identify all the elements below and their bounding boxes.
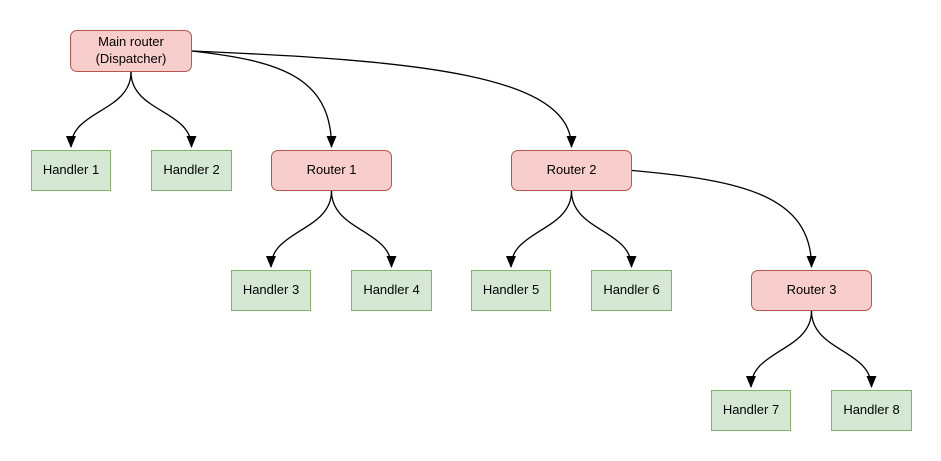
node-label: Handler 1	[42, 162, 100, 178]
node-label: Handler 4	[363, 282, 420, 298]
node-label: Router 3	[786, 282, 837, 298]
node-label: Main router (Dispatcher)	[95, 34, 167, 66]
edge-router-2-to-handler-5	[506, 190, 573, 268]
node-handler-4: Handler 4	[351, 270, 432, 311]
node-handler-5: Handler 5	[471, 270, 551, 311]
node-handler-2: Handler 2	[151, 150, 232, 191]
node-router-1: Router 1	[271, 150, 392, 191]
edge-router-2-to-handler-6	[570, 190, 637, 268]
node-handler-7: Handler 7	[711, 390, 791, 431]
edge-router-3-to-handler-7	[746, 310, 813, 388]
node-router-3: Router 3	[751, 270, 872, 311]
edge-router-3-to-handler-8	[810, 310, 877, 388]
node-label: Handler 2	[163, 162, 220, 178]
node-handler-3: Handler 3	[231, 270, 311, 311]
node-handler-6: Handler 6	[591, 270, 672, 311]
edge-router-1-to-handler-3	[266, 190, 333, 268]
node-handler-1: Handler 1	[31, 150, 111, 191]
node-label: Handler 5	[482, 282, 540, 298]
node-handler-8: Handler 8	[831, 390, 912, 431]
node-router-2: Router 2	[511, 150, 632, 191]
edge-main-router-to-handler-1	[66, 71, 132, 148]
node-label: Handler 7	[722, 402, 780, 418]
node-label: Router 1	[306, 162, 357, 178]
node-label: Handler 6	[603, 282, 660, 298]
edge-router-2-to-router-3	[631, 169, 817, 268]
node-main-router: Main router (Dispatcher)	[70, 30, 192, 72]
edge-main-router-to-handler-2	[130, 71, 197, 148]
node-label: Router 2	[546, 162, 597, 178]
edge-main-router-to-router-1	[191, 50, 337, 148]
edge-router-1-to-handler-4	[330, 190, 397, 268]
edge-main-router-to-router-2	[191, 50, 577, 148]
node-label: Handler 3	[242, 282, 300, 298]
node-label: Handler 8	[843, 402, 900, 418]
